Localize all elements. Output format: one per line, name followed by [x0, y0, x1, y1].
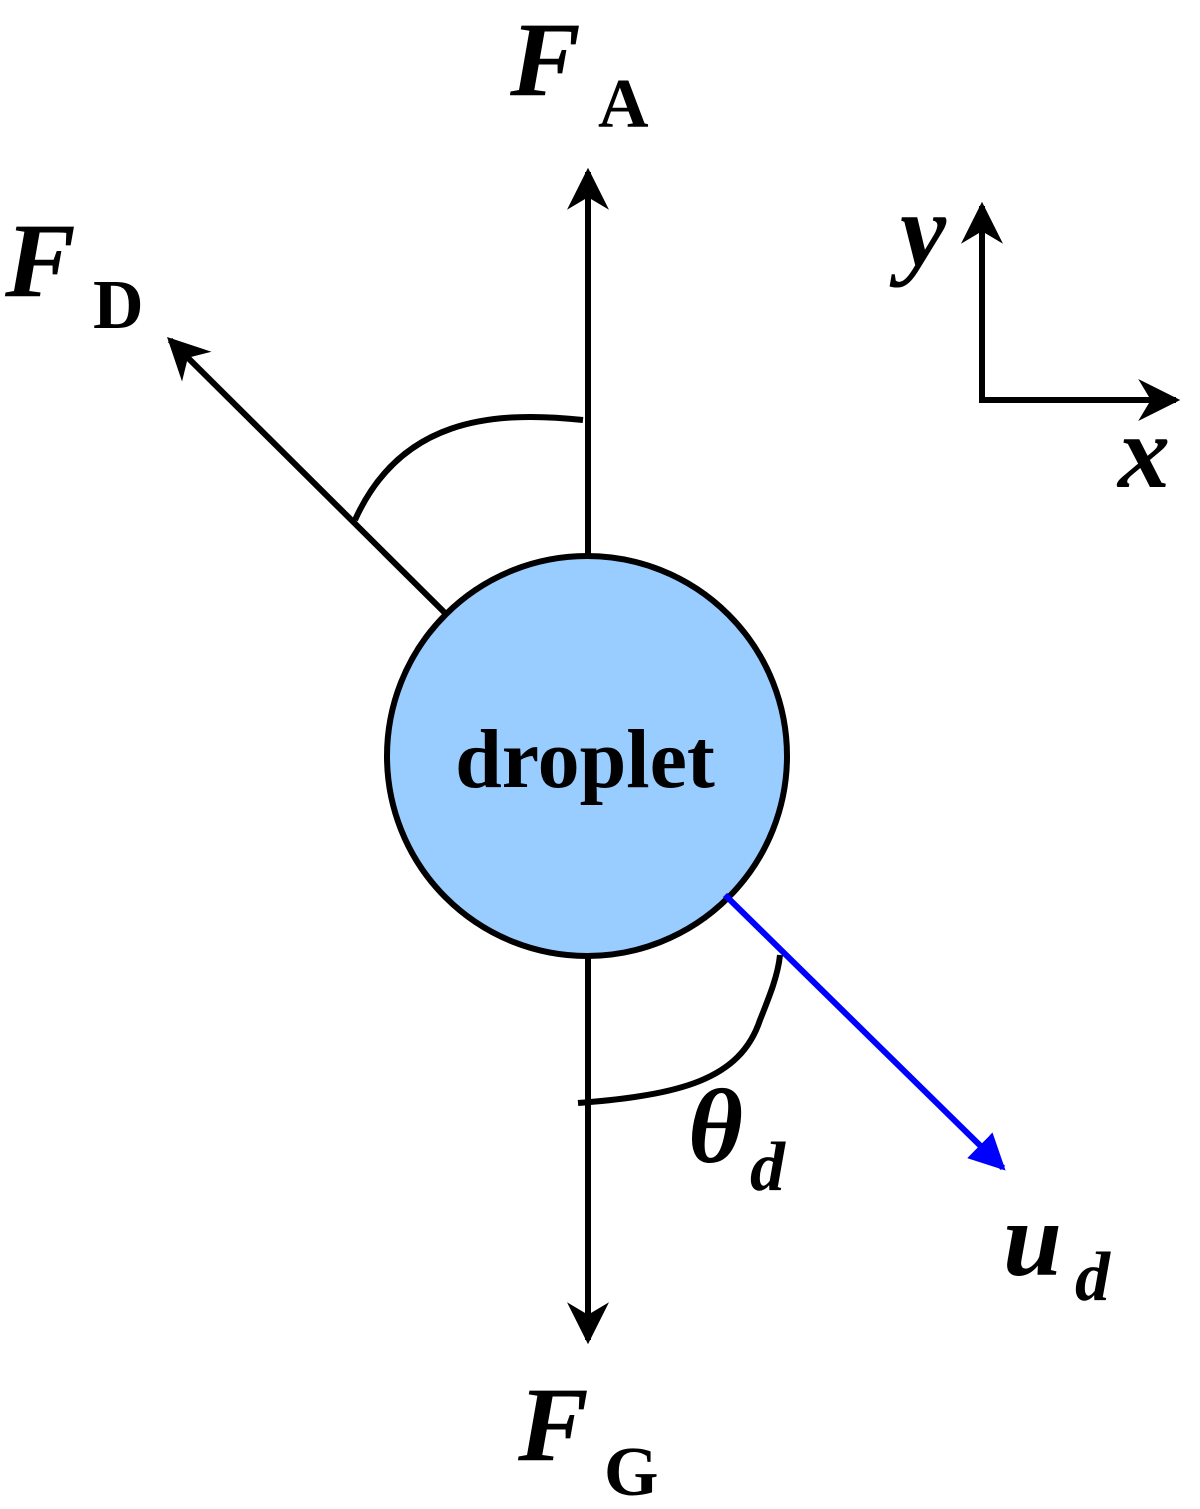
theta-angle-arc — [577, 954, 783, 1106]
drag-angle-arc — [352, 413, 584, 522]
label-fg: F G — [517, 1366, 658, 1509]
droplet-label: droplet — [455, 713, 715, 806]
velocity-arrow — [722, 892, 1006, 1171]
label-ud: u d — [1003, 1181, 1111, 1316]
axis-y-label: y — [889, 173, 947, 288]
label-fa: F A — [509, 1, 649, 143]
drag-force-arrow — [167, 337, 448, 616]
label-fd: F D — [4, 202, 144, 344]
label-theta: θ d — [688, 1068, 786, 1206]
droplet-circle — [384, 553, 790, 959]
axes-corner — [979, 218, 1170, 403]
axis-x-label: x — [1116, 395, 1170, 510]
